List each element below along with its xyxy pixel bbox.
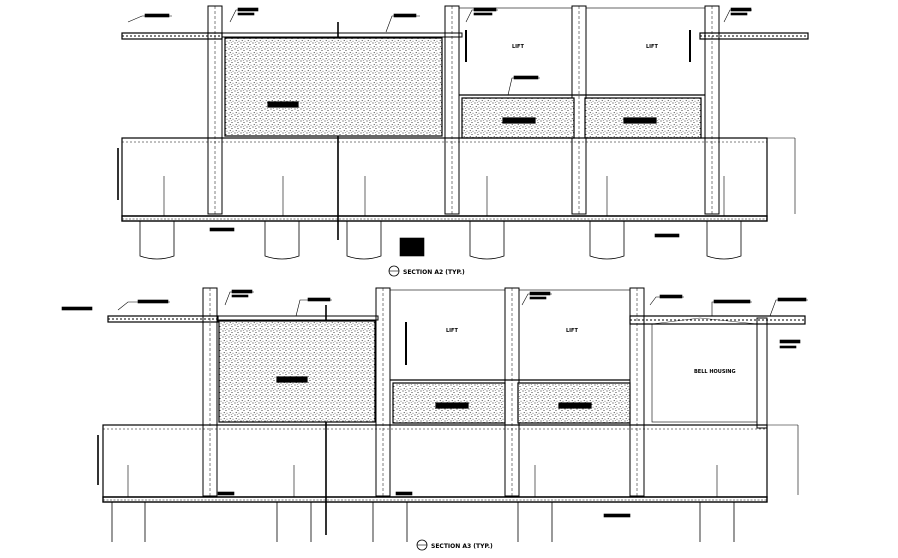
labels: LIFT LIFT SECTION A2 (TYP.) LIFT LIFT BE… — [403, 44, 736, 550]
section-title-a3: SECTION A3 (TYP.) — [431, 543, 493, 550]
piles — [111, 465, 735, 542]
raft-foundation — [117, 137, 796, 222]
raft-foundation — [97, 424, 799, 503]
lift-label-a3-2: LIFT — [566, 328, 578, 334]
water-tanks — [218, 320, 631, 424]
annotation-leaders — [61, 289, 808, 518]
section-title-a2: SECTION A2 (TYP.) — [403, 269, 465, 276]
section-a2-symbol — [388, 265, 400, 277]
roof-slab — [121, 32, 809, 40]
roof-slab — [107, 315, 806, 325]
piles — [139, 176, 742, 260]
lift-label-a2-2: LIFT — [646, 44, 658, 50]
lift-label-a2-1: LIFT — [512, 44, 524, 50]
section-a2-drawing — [117, 5, 809, 277]
lift-cores — [458, 7, 706, 96]
section-a3-drawing — [61, 287, 808, 551]
water-tanks — [224, 37, 705, 139]
section-a3-symbol — [416, 539, 428, 551]
room-label-a3: BELL HOUSING — [694, 369, 736, 375]
lift-cores — [389, 289, 758, 423]
lift-label-a3-1: LIFT — [446, 328, 458, 334]
annotation-leaders — [127, 7, 752, 257]
